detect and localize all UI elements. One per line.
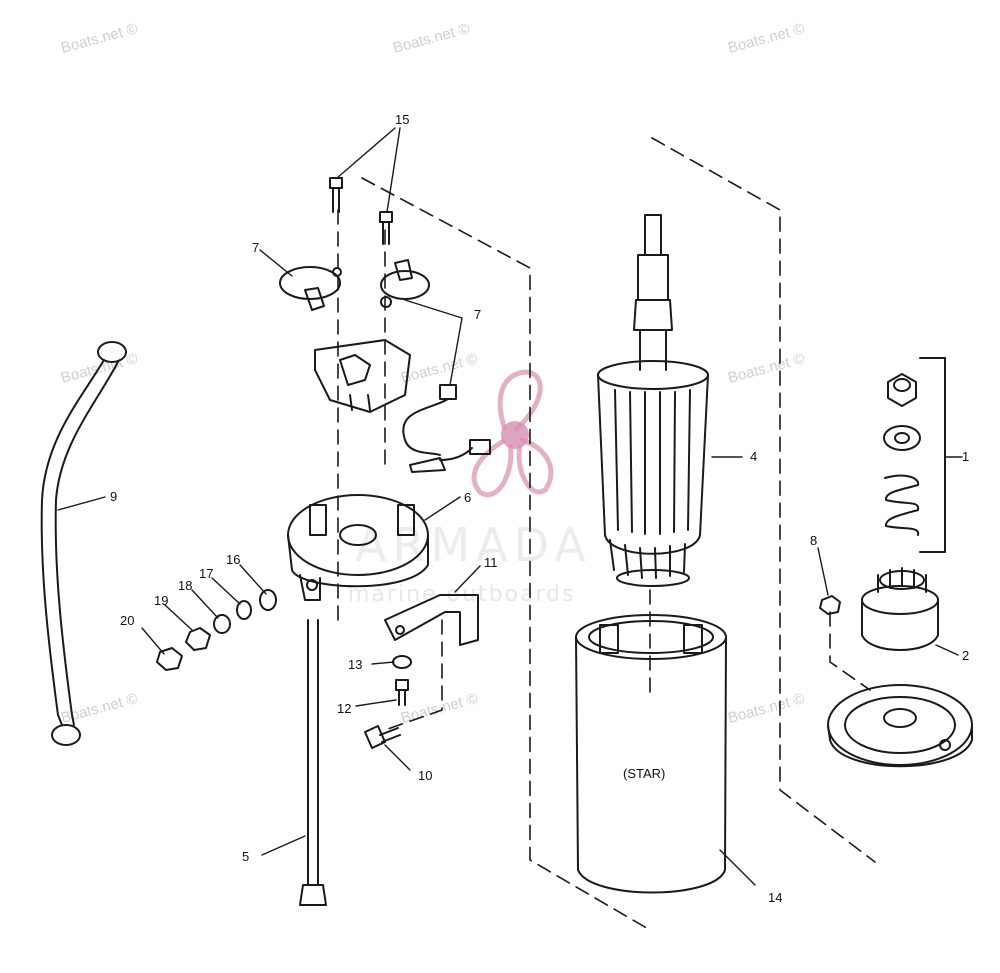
brush-holder (314, 339, 411, 413)
kit-bracket (919, 357, 946, 553)
callout-16: 16 (226, 552, 241, 567)
housing-label: (STAR) (623, 766, 666, 781)
brush-lead (402, 384, 491, 473)
callout-7: 7 (474, 307, 482, 322)
callout-1: 1 (962, 449, 970, 464)
through-screws (329, 177, 393, 245)
callout-5: 5 (242, 849, 250, 864)
end-cap (287, 494, 429, 601)
motor-housing (575, 614, 727, 894)
callout-4: 4 (750, 449, 758, 464)
callout-8: 8 (810, 533, 818, 548)
callout-11: 11 (484, 555, 498, 570)
callout-19: 19 (154, 593, 169, 608)
mounting-bracket (384, 594, 479, 646)
armature (597, 214, 709, 587)
leader-lines (57, 127, 963, 886)
callout-14: 14 (768, 890, 783, 905)
drive-end-cap (827, 684, 973, 768)
drive-kit-hardware (883, 373, 921, 536)
small-nut (819, 595, 841, 615)
pinion-gear (861, 567, 939, 651)
callout-13: 13 (348, 657, 363, 672)
callout-9: 9 (110, 489, 118, 504)
washer-stack (156, 589, 277, 671)
callout-20: 20 (120, 613, 135, 628)
assembly-guide-lines (337, 137, 876, 931)
small-fasteners (364, 655, 412, 749)
callout-2: 2 (962, 648, 970, 663)
through-bolt (299, 619, 327, 906)
callout-17: 17 (199, 566, 214, 581)
brush-springs (279, 259, 430, 311)
callout-7: 7 (252, 240, 260, 255)
callout-18: 18 (178, 578, 193, 593)
brand-name: ARMADA (355, 518, 592, 572)
callout-15: 15 (395, 112, 410, 127)
callout-12: 12 (337, 701, 352, 716)
battery-cable (40, 341, 127, 746)
callout-6: 6 (464, 490, 472, 505)
callout-10: 10 (418, 768, 433, 783)
